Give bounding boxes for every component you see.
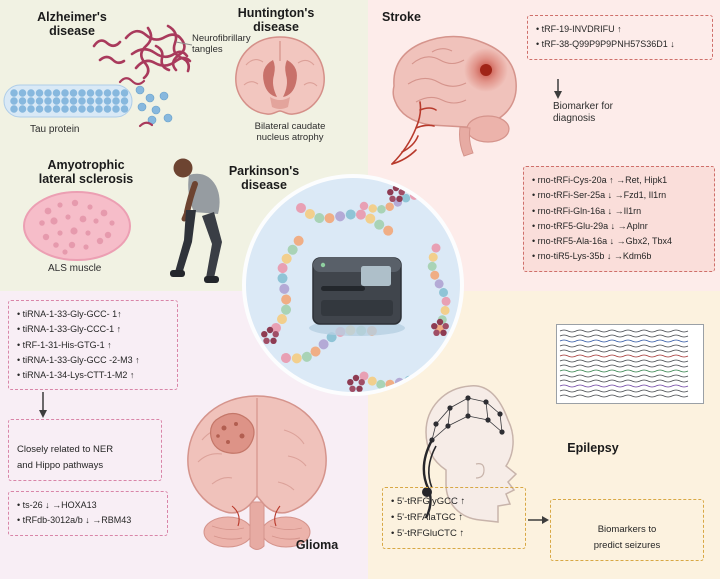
parkinsons-title: Parkinson's disease bbox=[228, 164, 300, 193]
trf-item: tiRNA-1-33-Gly-CCC-1 ↑ bbox=[17, 322, 169, 337]
parkinsons-person-illustration bbox=[170, 158, 222, 283]
neurodegeneration-panel: Alzheimer's disease Neurofibrillary tang… bbox=[0, 0, 368, 291]
epilepsy-biomarker-label: Biomarkers to predict seizures bbox=[593, 524, 661, 552]
pathway-label: Closely related to NER and Hippo pathway… bbox=[17, 444, 114, 472]
trf-target-item: rno-tRFi-Gln-16a ↓ →Il1rn bbox=[532, 204, 706, 219]
trf-target-item: rno-tRF5-Glu-29a ↓ →Aplnr bbox=[532, 219, 706, 234]
als-title: Amyotrophic lateral sclerosis bbox=[38, 158, 134, 187]
sequencing-machine bbox=[309, 257, 405, 336]
trf-item: 5'-tRFAlaTGC ↑ bbox=[391, 510, 517, 526]
glioma-target-box: ts-26 ↓ →HOXA13 tRFdb-3012a/b ↓ →RBM43 bbox=[8, 491, 168, 536]
stroke-title: Stroke bbox=[382, 10, 421, 24]
glioma-pathway-box: Closely related to NER and Hippo pathway… bbox=[8, 419, 162, 482]
trf-target-item: tRFdb-3012a/b ↓ →RBM43 bbox=[17, 513, 159, 528]
tangles-label: Neurofibrillary tangles bbox=[192, 33, 251, 56]
trf-target-item: rno-tiR5-Lys-35b ↓ →Kdm6b bbox=[532, 249, 706, 264]
trf-item: tRF-1-31-His-GTG-1 ↑ bbox=[17, 338, 169, 353]
huntingtons-brain-illustration bbox=[235, 36, 325, 115]
als-muscle-illustration bbox=[23, 191, 131, 261]
trf-item: tRF-19-INVDRIFU ↑ bbox=[536, 22, 704, 37]
glioma-title: Glioma bbox=[295, 538, 339, 552]
trf-target-item: rno-tRF5-Ala-16a ↓ →Gbx2, Tbx4 bbox=[532, 234, 706, 249]
arrow-down-icon bbox=[554, 79, 562, 99]
tau-protein-illustration bbox=[3, 77, 173, 128]
huntingtons-title: Huntington's disease bbox=[237, 6, 315, 35]
trf-target-item: rno-tRFi-Cys-20a ↑ →Ret, Hipk1 bbox=[532, 173, 706, 188]
neurofibrillary-tangles-illustration bbox=[92, 24, 192, 80]
epilepsy-title: Epilepsy bbox=[567, 441, 619, 455]
trf-item: 5'-tRFGluCTC ↑ bbox=[391, 526, 517, 542]
trf-target-item: rno-tRFi-Ser-25a ↓ →Fzd1, Il1rn bbox=[532, 188, 706, 203]
stroke-brain-illustration bbox=[391, 35, 517, 165]
epilepsy-biomarker-box: Biomarkers to predict seizures bbox=[550, 499, 704, 562]
als-label: ALS muscle bbox=[48, 263, 102, 274]
alzheimers-title: Alzheimer's disease bbox=[37, 10, 107, 39]
stroke-panel: Stroke bbox=[368, 0, 720, 291]
eeg-traces-illustration bbox=[556, 324, 704, 404]
sequencer-and-trna-fragments-illustration bbox=[261, 184, 454, 392]
tau-label: Tau protein bbox=[30, 124, 80, 135]
trf-item: tRF-38-Q99P9P9PNH57S36D1 ↓ bbox=[536, 37, 704, 52]
stroke-target-box: rno-tRFi-Cys-20a ↑ →Ret, Hipk1 rno-tRFi-… bbox=[523, 166, 715, 272]
huntingtons-label: Bilateral caudate nucleus atrophy bbox=[254, 121, 326, 144]
epilepsy-trf-box: 5'-tRFGlyGCC ↑ 5'-tRFAlaTGC ↑ 5'-tRFGluC… bbox=[382, 487, 526, 550]
trf-item: 5'-tRFGlyGCC ↑ bbox=[391, 494, 517, 510]
trf-item: tiRNA-1-33-Gly-GCC- 1↑ bbox=[17, 307, 169, 322]
trf-item: tiRNA-1-33-Gly-GCC -2-M3 ↑ bbox=[17, 353, 169, 368]
label-pointer-line bbox=[176, 41, 192, 46]
glioma-brain-illustration bbox=[187, 395, 327, 550]
stroke-biomarker-label: Biomarker for diagnosis bbox=[553, 101, 614, 124]
sequencing-hub bbox=[242, 174, 464, 396]
stroke-trf-box: tRF-19-INVDRIFU ↑ tRF-38-Q99P9P9PNH57S36… bbox=[527, 15, 713, 60]
arrow-right-icon bbox=[528, 516, 549, 524]
trf-target-item: ts-26 ↓ →HOXA13 bbox=[17, 498, 159, 513]
glioma-trf-box: tiRNA-1-33-Gly-GCC- 1↑ tiRNA-1-33-Gly-CC… bbox=[8, 300, 178, 391]
arrow-down-icon bbox=[39, 392, 47, 418]
trf-item: tiRNA-1-34-Lys-CTT-1-M2 ↑ bbox=[17, 368, 169, 383]
